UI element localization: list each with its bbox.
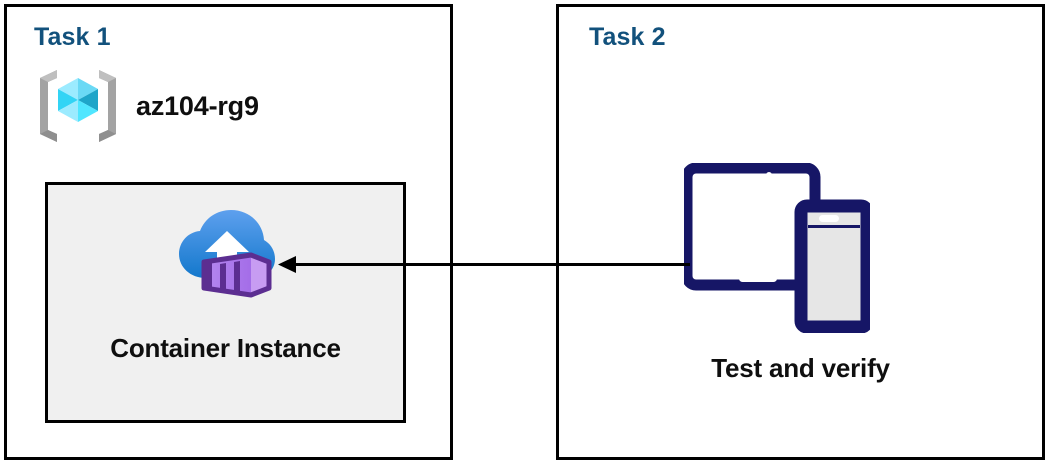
container-instance-icon: [178, 210, 275, 298]
devices-label: Test and verify: [711, 353, 890, 383]
card-container-instance: Container Instance: [45, 182, 406, 423]
connector-arrow-task2-to-task1: [278, 256, 690, 273]
panel-task-1: Task 1: [4, 4, 453, 460]
panel-title-task-2: Task 2: [589, 23, 666, 51]
panel-title-task-1: Task 1: [34, 23, 111, 51]
devices-tablet-phone-icon: [684, 163, 870, 333]
resource-group-label: az104-rg9: [136, 90, 259, 121]
resource-group-row: az104-rg9: [37, 67, 259, 145]
container-instance-label: Container Instance: [110, 333, 341, 363]
resource-group-icon: [40, 70, 116, 142]
